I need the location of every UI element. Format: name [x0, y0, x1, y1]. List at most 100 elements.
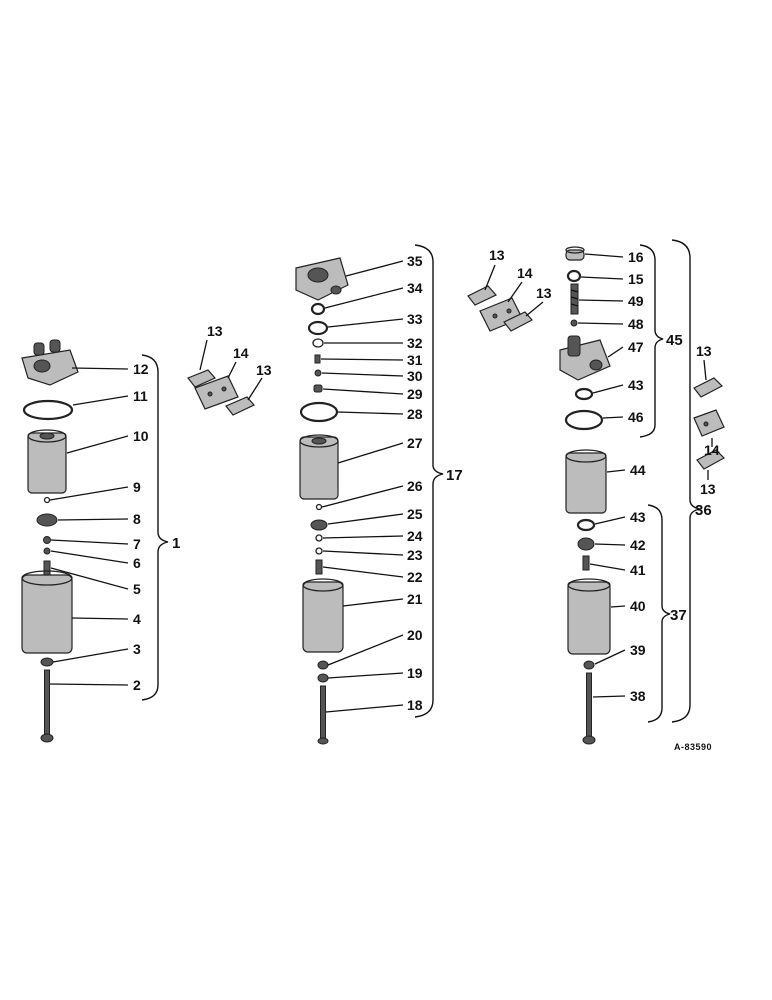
center-bolt-part [582, 672, 596, 745]
left-leader-lines [49, 367, 129, 686]
valve-seat-part [36, 513, 58, 527]
lower-group-brace [647, 504, 671, 723]
gasket-callout-label: 14 [233, 345, 249, 361]
callout-label: 33 [407, 311, 423, 327]
callout-label: 39 [630, 642, 646, 658]
group-brace [141, 354, 169, 701]
filter-element-part [299, 434, 339, 500]
gasket-ring-part [22, 399, 74, 421]
spring-part [315, 559, 323, 575]
right-leader-lines [577, 253, 626, 698]
gasket-part [576, 518, 596, 532]
callout-label: 47 [628, 339, 644, 355]
callout-label: 48 [628, 316, 644, 332]
left-assembly-parts [21, 339, 79, 743]
right-callout-labels: 16 15 49 48 47 43 46 44 43 42 41 40 39 3… [628, 249, 646, 704]
group-label: 17 [446, 467, 463, 484]
callout-label: 30 [407, 368, 423, 384]
valve-seat-part [577, 537, 595, 551]
filter-head-part [21, 339, 79, 386]
callout-label: 32 [407, 335, 423, 351]
gasket-part [317, 660, 329, 670]
group-brace [414, 244, 444, 718]
gasket-part [583, 660, 595, 670]
right-assembly-parts [559, 246, 611, 745]
center-callout-labels: 35 34 33 32 31 30 29 28 27 26 25 24 23 2… [407, 253, 423, 713]
callout-label: 22 [407, 569, 423, 585]
center-gasket-set: 13 14 13 [467, 247, 552, 332]
gasket-part [310, 302, 326, 316]
gasket-callout-label: 13 [700, 481, 716, 497]
washer-part [315, 534, 323, 542]
head-group-brace [639, 244, 664, 438]
callout-label: 23 [407, 547, 423, 563]
callout-label: 44 [630, 462, 646, 478]
gasket-callout-label: 13 [256, 362, 272, 378]
gasket-callout-label: 14 [517, 265, 533, 281]
callout-label: 40 [630, 598, 646, 614]
callout-label: 43 [630, 509, 646, 525]
gasket-part [40, 657, 54, 667]
callout-label: 25 [407, 506, 423, 522]
filter-head-part [295, 257, 349, 301]
callout-label: 6 [133, 555, 141, 571]
gasket-callout-label: 13 [207, 323, 223, 339]
filter-head-part [559, 335, 611, 381]
gasket-callout-label: 14 [704, 442, 720, 458]
callout-label: 10 [133, 428, 149, 444]
spring-part [43, 560, 51, 576]
center-bolt-part [40, 669, 54, 743]
callout-label: 18 [407, 697, 423, 713]
callout-label: 2 [133, 677, 141, 693]
ball-part [43, 496, 51, 504]
center-assembly-parts [295, 257, 349, 745]
gasket-part [574, 387, 594, 401]
callout-label: 26 [407, 478, 423, 494]
gasket-callout-label: 13 [489, 247, 505, 263]
filter-shell-part [21, 570, 73, 654]
callout-label: 43 [628, 377, 644, 393]
group-label: 37 [670, 607, 687, 624]
gasket-callout-label: 13 [696, 343, 712, 359]
callout-label: 3 [133, 641, 141, 657]
filter-shell-part [567, 578, 611, 655]
filter-element-part [27, 429, 67, 494]
callout-label: 42 [630, 537, 646, 553]
callout-label: 46 [628, 409, 644, 425]
filter-shell-part [302, 578, 344, 653]
ball-part [570, 319, 578, 327]
reference-code: A-83590 [674, 742, 712, 752]
ball-part [314, 369, 322, 377]
group-label: 36 [695, 502, 712, 519]
ball-part [315, 503, 323, 511]
callout-label: 15 [628, 271, 644, 287]
outer-group-brace [671, 239, 701, 723]
callout-label: 5 [133, 581, 141, 597]
spring-part [570, 283, 579, 315]
callout-label: 9 [133, 479, 141, 495]
left-gasket-set: 13 14 13 [187, 323, 272, 416]
center-bolt-part [317, 685, 329, 745]
left-callout-labels: 12 11 10 9 8 7 6 5 4 3 2 [133, 361, 149, 693]
center-leader-lines [320, 260, 404, 713]
callout-label: 21 [407, 591, 423, 607]
callout-label: 19 [407, 665, 423, 681]
spring-part [314, 354, 321, 364]
nut-part [43, 547, 51, 555]
callout-label: 29 [407, 386, 423, 402]
filter-element-part [565, 449, 607, 514]
spring-part [582, 555, 590, 571]
gasket-ring-part [299, 401, 339, 423]
nut-part [315, 547, 323, 555]
callout-label: 11 [133, 388, 148, 404]
callout-label: 24 [407, 528, 423, 544]
callout-label: 28 [407, 406, 423, 422]
callout-label: 34 [407, 280, 423, 296]
gasket-part [307, 320, 329, 336]
right-gasket-set: 13 14 13 [693, 343, 725, 497]
plug-part [313, 384, 323, 393]
cap-part [565, 246, 585, 261]
callout-label: 7 [133, 536, 141, 552]
